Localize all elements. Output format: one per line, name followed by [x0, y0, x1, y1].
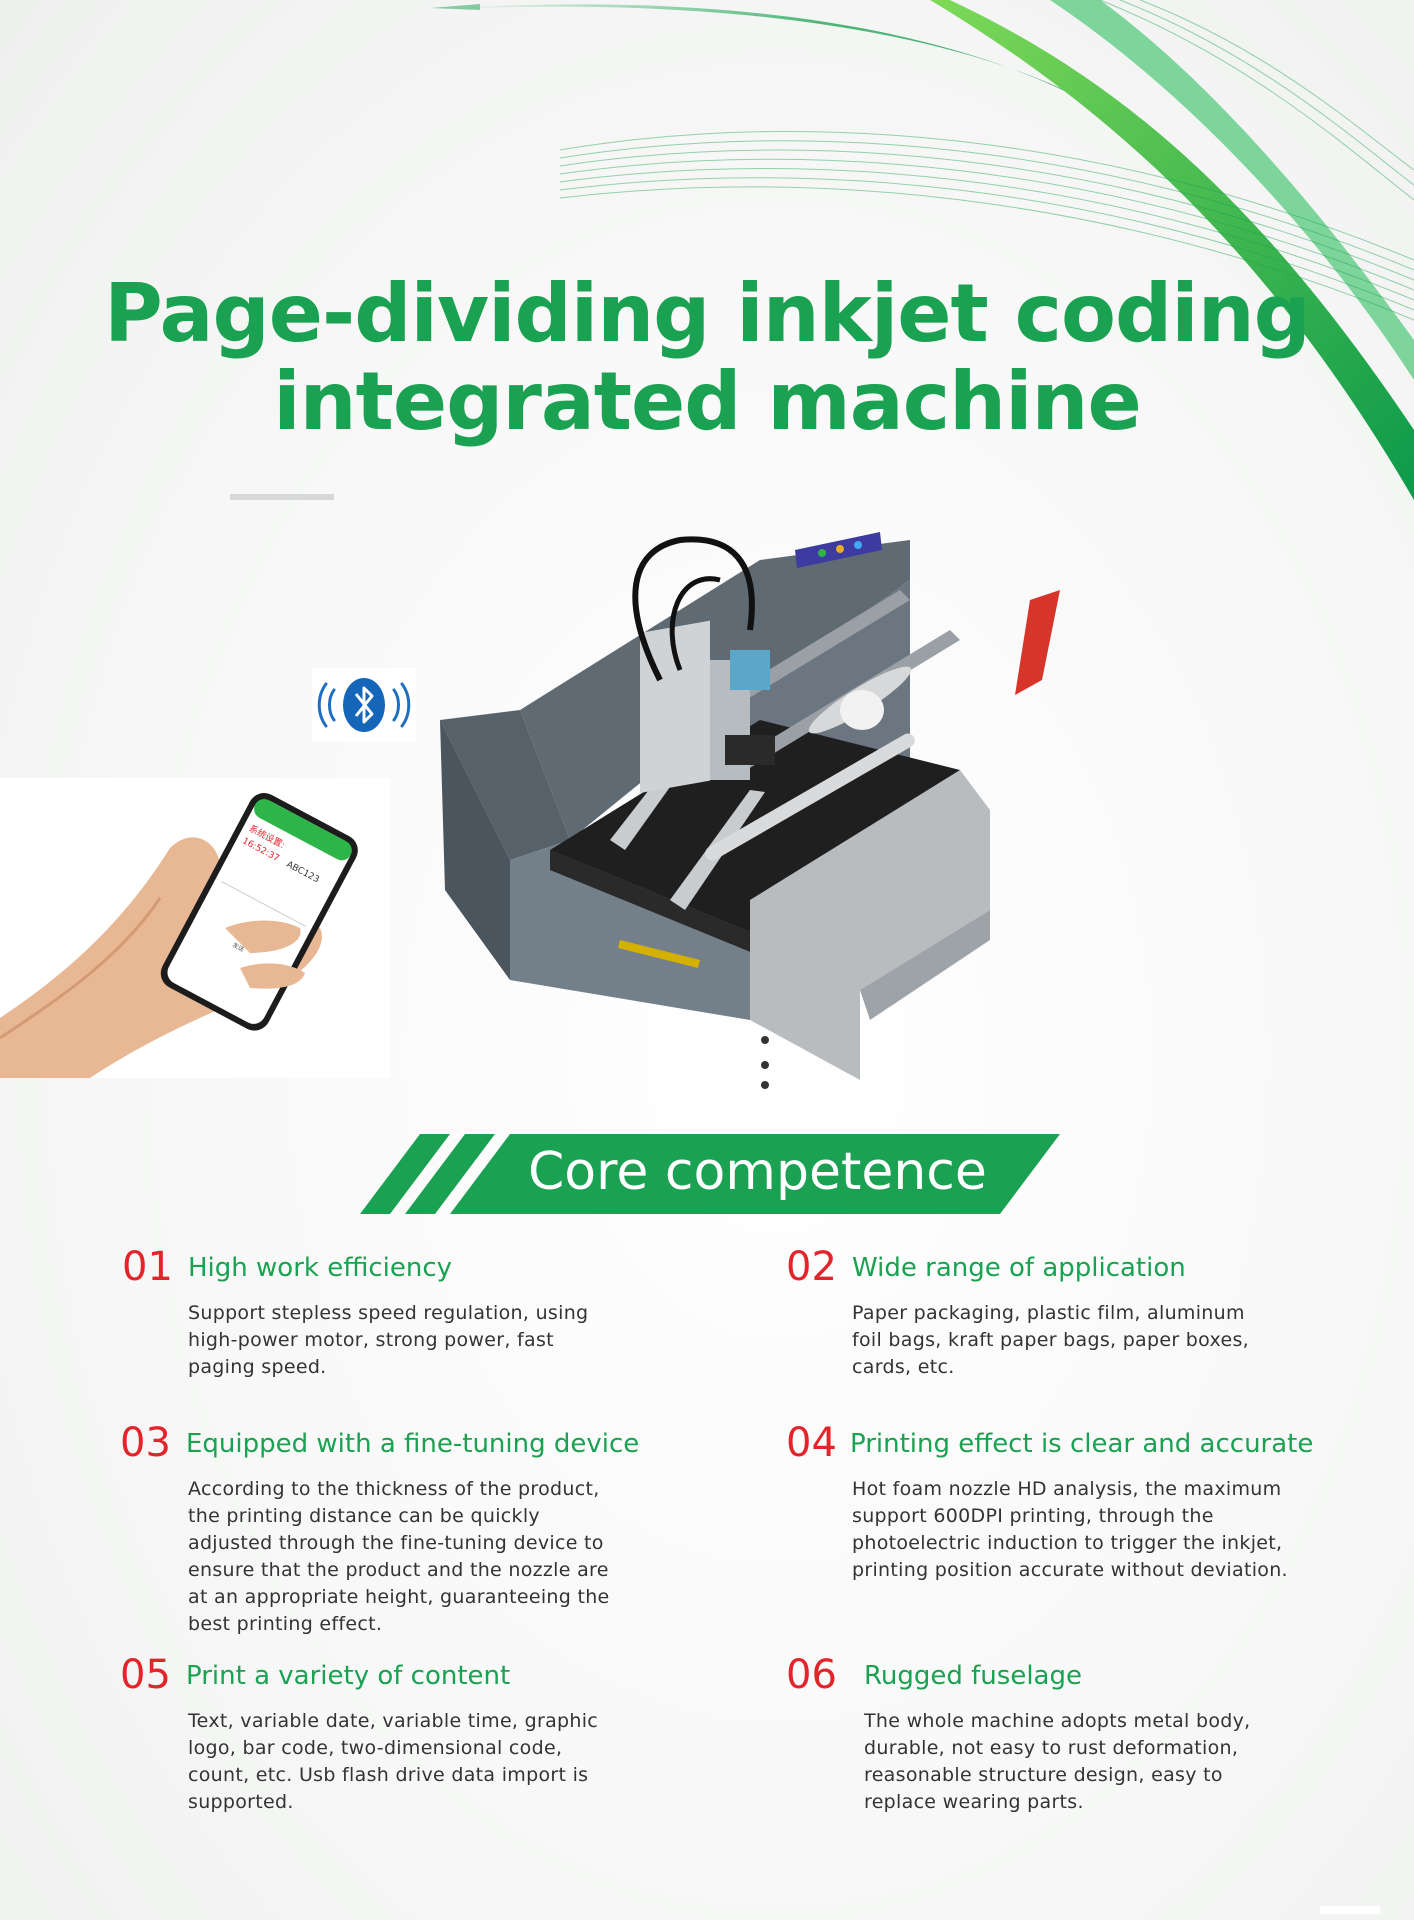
- machine-illustration: [440, 532, 1060, 1089]
- feature-number: 05: [120, 1652, 171, 1698]
- feature-04: 04 Printing effect is clear and accurate…: [786, 1420, 1386, 1600]
- feature-number: 04: [786, 1420, 837, 1466]
- feature-desc-line: foil bags, kraft paper bags, paper boxes…: [852, 1329, 1249, 1351]
- feature-description: Support stepless speed regulation, using…: [188, 1300, 588, 1381]
- feature-desc-line: replace wearing parts.: [864, 1791, 1084, 1813]
- green-swoosh-decoration: [430, 0, 1414, 501]
- core-competence-banner: [360, 1134, 1060, 1214]
- feature-desc-line: Support stepless speed regulation, using: [188, 1302, 589, 1324]
- feature-desc-line: reasonable structure design, easy to: [864, 1764, 1223, 1786]
- feature-desc-line: Paper packaging, plastic film, aluminum: [852, 1302, 1245, 1324]
- feature-desc-line: According to the thickness of the produc…: [188, 1478, 600, 1500]
- bluetooth-icon: [317, 678, 411, 732]
- feature-number: 01: [122, 1244, 173, 1290]
- feature-desc-line: ensure that the product and the nozzle a…: [188, 1559, 609, 1581]
- feature-number: 02: [786, 1244, 837, 1290]
- feature-desc-line: the printing distance can be quickly: [188, 1505, 540, 1527]
- corner-mark: [1320, 1906, 1380, 1914]
- feature-desc-line: paging speed.: [188, 1356, 327, 1378]
- feature-title: Wide range of application: [852, 1253, 1186, 1283]
- feature-desc-line: printing position accurate without devia…: [852, 1559, 1288, 1581]
- feature-title: Printing effect is clear and accurate: [850, 1429, 1314, 1459]
- feature-number: 06: [786, 1652, 837, 1698]
- feature-description: Hot foam nozzle HD analysis, the maximum…: [852, 1476, 1288, 1584]
- feature-06: 06 Rugged fuselage The whole machine ado…: [786, 1652, 1346, 1832]
- title-divider: [230, 494, 334, 500]
- feature-number: 03: [120, 1420, 171, 1466]
- feature-description: Paper packaging, plastic film, aluminum …: [852, 1300, 1249, 1381]
- feature-description: According to the thickness of the produc…: [188, 1476, 610, 1638]
- bluetooth-icon-box: [312, 668, 416, 742]
- phone-illustration: 系统设置: 16:52:37 ABC123 发送: [0, 778, 390, 1078]
- feature-title: Print a variety of content: [186, 1661, 511, 1691]
- feature-05: 05 Print a variety of content Text, vari…: [120, 1652, 680, 1832]
- feature-03: 03 Equipped with a fine-tuning device Ac…: [120, 1420, 680, 1640]
- feature-desc-line: Hot foam nozzle HD analysis, the maximum: [852, 1478, 1282, 1500]
- feature-title: High work efficiency: [188, 1253, 453, 1283]
- feature-desc-line: Text, variable date, variable time, grap…: [188, 1710, 599, 1732]
- title-line-1: Page-dividing inkjet coding: [104, 267, 1311, 360]
- page-title: Page-dividing inkjet coding integrated m…: [0, 270, 1414, 446]
- feature-desc-line: best printing effect.: [188, 1613, 383, 1635]
- feature-desc-line: supported.: [188, 1791, 294, 1813]
- feature-description: Text, variable date, variable time, grap…: [188, 1708, 598, 1816]
- feature-02: 02 Wide range of application Paper packa…: [786, 1244, 1346, 1384]
- feature-desc-line: high-power motor, strong power, fast: [188, 1329, 554, 1351]
- feature-01: 01 High work efficiency Support stepless…: [122, 1244, 682, 1384]
- feature-desc-line: logo, bar code, two-dimensional code,: [188, 1737, 563, 1759]
- feature-desc-line: cards, etc.: [852, 1356, 955, 1378]
- feature-description: The whole machine adopts metal body, dur…: [864, 1708, 1251, 1816]
- feature-desc-line: durable, not easy to rust deformation,: [864, 1737, 1239, 1759]
- feature-title: Equipped with a fine-tuning device: [186, 1429, 640, 1459]
- feature-title: Rugged fuselage: [864, 1661, 1082, 1691]
- core-competence-heading: Core competence: [528, 1142, 987, 1202]
- feature-desc-line: The whole machine adopts metal body,: [864, 1710, 1251, 1732]
- feature-desc-line: support 600DPI printing, through the: [852, 1505, 1214, 1527]
- title-line-2: integrated machine: [273, 355, 1142, 448]
- feature-desc-line: at an appropriate height, guaranteeing t…: [188, 1586, 610, 1608]
- feature-desc-line: photoelectric induction to trigger the i…: [852, 1532, 1283, 1554]
- feature-desc-line: count, etc. Usb flash drive data import …: [188, 1764, 589, 1786]
- feature-desc-line: adjusted through the fine-tuning device …: [188, 1532, 604, 1554]
